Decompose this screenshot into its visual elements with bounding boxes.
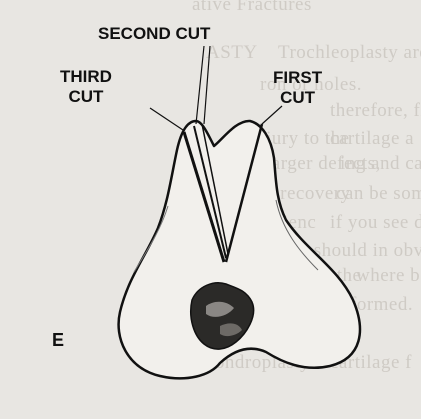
- leader-second-cut-b: [204, 46, 210, 124]
- panel-letter: E: [52, 330, 64, 350]
- leader-third-cut: [150, 108, 183, 130]
- label-first-cut-line1: FIRST: [273, 68, 322, 88]
- leader-first-cut: [262, 106, 282, 124]
- label-third-cut-line2: CUT: [60, 87, 112, 107]
- label-first-cut-line2: CUT: [273, 88, 322, 108]
- label-third-cut: THIRD CUT: [60, 67, 112, 107]
- label-second-cut: SECOND CUT: [98, 24, 210, 44]
- label-third-cut-line1: THIRD: [60, 67, 112, 87]
- leader-second-cut: [196, 46, 204, 124]
- label-first-cut: FIRST CUT: [273, 68, 322, 108]
